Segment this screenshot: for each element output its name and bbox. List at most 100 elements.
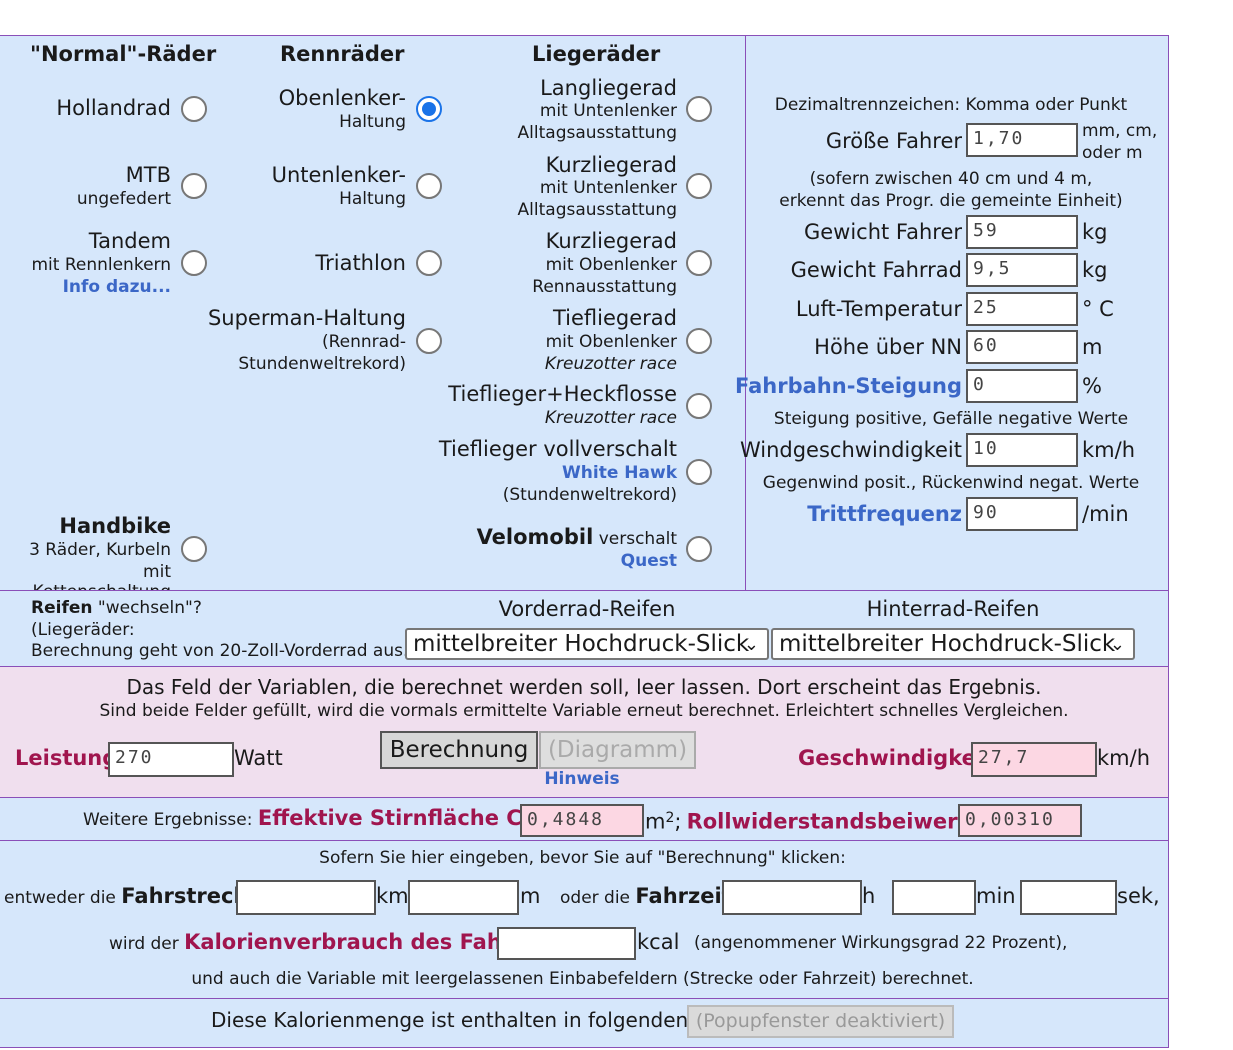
rolling-resistance-output[interactable]: 0,00310 xyxy=(958,804,1082,837)
column-header-recumbent: Liegeräder xyxy=(532,42,661,66)
food-text: Diese Kalorienmenge ist enthalten in fol… xyxy=(211,1008,689,1032)
diagram-button[interactable]: (Diagramm) xyxy=(539,731,696,769)
efficiency-note: (angenommener Wirkungsgrad 22 Prozent), xyxy=(694,933,1068,953)
front-tire-select[interactable]: mittelbreiter Hochdruck-Slick ⌄ xyxy=(405,628,769,660)
height-unit-1: mm, cm, xyxy=(1082,121,1158,141)
langliegerad-radio[interactable] xyxy=(686,96,712,122)
superman-label: Superman-Haltung xyxy=(207,306,406,330)
distance-km-input[interactable] xyxy=(236,880,376,915)
final-note: und auch die Variable mit leergelassenen… xyxy=(191,969,974,989)
superman-radio[interactable] xyxy=(416,328,442,354)
kurzliegerad-unten-radio[interactable] xyxy=(686,173,712,199)
tire-note-2: Berechnung geht von 20-Zoll-Vorderrad au… xyxy=(31,641,415,661)
front-tire-value: mittelbreiter Hochdruck-Slick xyxy=(413,631,750,657)
hollandrad-radio[interactable] xyxy=(181,96,207,122)
chevron-down-icon: ⌄ xyxy=(743,634,759,655)
altitude-input[interactable]: 60 xyxy=(966,330,1078,364)
power-label: Leistung xyxy=(15,746,118,770)
wind-note: Gegenwind posit., Rückenwind negat. Wert… xyxy=(762,473,1140,493)
front-tire-label: Vorderrad-Reifen xyxy=(498,597,676,621)
bike-weight-input[interactable]: 9,5 xyxy=(966,253,1078,287)
speed-input[interactable]: 27,7 xyxy=(971,742,1097,777)
bike-weight-unit: kg xyxy=(1082,258,1108,282)
tiefliegerad-sublabel-1: mit Obenlenker xyxy=(545,332,677,352)
time-minutes-input[interactable] xyxy=(892,880,976,915)
altitude-unit: m xyxy=(1082,335,1103,359)
tiefliegerad-label: Tiefliegerad xyxy=(552,306,677,330)
minutes-unit: min xyxy=(976,884,1016,908)
either-text: entweder die xyxy=(4,888,122,908)
divider xyxy=(0,998,1169,999)
km-unit: km xyxy=(376,884,409,908)
slope-input[interactable]: 0 xyxy=(966,369,1078,403)
wind-label: Windgeschwindigkeit xyxy=(739,438,962,462)
rider-weight-input[interactable]: 59 xyxy=(966,215,1078,249)
kurzliegerad-oben-sublabel-2: Rennausstattung xyxy=(532,277,677,297)
handbike-sublabel-1: 3 Räder, Kurbeln xyxy=(29,540,171,560)
tiefliegerad-sublabel-2: Kreuzotter race xyxy=(544,354,677,374)
superman-sublabel-2: Stundenweltrekord) xyxy=(238,354,406,374)
time-hours-input[interactable] xyxy=(722,880,862,915)
time-seconds-input[interactable] xyxy=(1020,880,1117,915)
untenlenker-radio[interactable] xyxy=(416,173,442,199)
power-unit: Watt xyxy=(234,746,283,770)
handbike-radio[interactable] xyxy=(181,536,207,562)
kurzliegerad-oben-radio[interactable] xyxy=(686,250,712,276)
divider xyxy=(0,1047,1169,1048)
height-note-2: erkennt das Progr. die gemeinte Einheit) xyxy=(779,191,1123,211)
calories-output[interactable] xyxy=(497,927,636,960)
divider xyxy=(0,797,1169,798)
calc-info-2: Sind beide Felder gefüllt, wird die vorm… xyxy=(99,701,1069,721)
quest-link[interactable]: Quest xyxy=(620,551,677,571)
frontal-area-output[interactable]: 0,4848 xyxy=(520,804,644,837)
tire-label-rest: "wechseln"? xyxy=(92,598,202,618)
hollandrad-label: Hollandrad xyxy=(56,96,171,120)
kcal-unit: kcal xyxy=(637,930,680,954)
velomobil-radio[interactable] xyxy=(686,536,712,562)
power-input[interactable]: 270 xyxy=(108,742,234,777)
time-label-row: oder die Fahrzeit xyxy=(560,884,732,908)
popup-button[interactable]: (Popupfenster deaktiviert) xyxy=(687,1005,954,1038)
cadence-unit: /min xyxy=(1082,502,1129,526)
white-hawk-link[interactable]: White Hawk xyxy=(562,463,677,483)
height-input[interactable]: 1,70 xyxy=(966,123,1078,157)
food-panel xyxy=(0,999,1168,1047)
distance-m-input[interactable] xyxy=(408,880,519,915)
mtb-radio[interactable] xyxy=(181,173,207,199)
divider xyxy=(745,35,746,590)
calories-prefix: wird der xyxy=(109,934,185,954)
speed-label: Geschwindigkeit xyxy=(798,746,994,770)
wind-input[interactable]: 10 xyxy=(966,433,1078,467)
tandem-info-link[interactable]: Info dazu... xyxy=(62,277,171,297)
column-header-normal: "Normal"-Räder xyxy=(30,42,217,66)
triathlon-label: Triathlon xyxy=(315,251,406,275)
tiefliegerad-radio[interactable] xyxy=(686,328,712,354)
calculate-button[interactable]: Berechnung xyxy=(380,731,538,769)
tieflieger-heckflosse-sublabel: Kreuzotter race xyxy=(544,408,677,428)
decimal-note: Dezimaltrennzeichen: Komma oder Punkt xyxy=(774,95,1128,115)
cadence-input[interactable]: 90 xyxy=(966,497,1078,531)
hint-link[interactable]: Hinweis xyxy=(544,769,620,789)
triathlon-radio[interactable] xyxy=(416,250,442,276)
rear-tire-select[interactable]: mittelbreiter Hochdruck-Slick ⌄ xyxy=(771,628,1135,660)
velomobil-label: Velomobil verschalt xyxy=(477,525,677,549)
kurzliegerad-unten-sublabel-2: Alltagsausstattung xyxy=(517,200,677,220)
tieflieger-heckflosse-radio[interactable] xyxy=(686,393,712,419)
obenlenker-label: Obenlenker- xyxy=(278,86,406,110)
slope-link[interactable]: Fahrbahn-Steigung xyxy=(735,374,962,398)
rider-weight-unit: kg xyxy=(1082,220,1108,244)
kurzliegerad-unten-label: Kurzliegerad xyxy=(545,153,677,177)
cadence-link[interactable]: Trittfrequenz xyxy=(807,502,962,526)
tandem-radio[interactable] xyxy=(181,250,207,276)
untenlenker-sublabel: Haltung xyxy=(339,189,406,209)
kurzliegerad-unten-sublabel-1: mit Untenlenker xyxy=(539,178,677,198)
tieflieger-vollverschalt-sublabel: (Stundenweltrekord) xyxy=(502,485,677,505)
tire-label: Reifen "wechseln"? xyxy=(31,598,202,618)
obenlenker-radio[interactable] xyxy=(416,96,442,122)
height-note-1: (sofern zwischen 40 cm und 4 m, xyxy=(809,169,1093,189)
temperature-input[interactable]: 25 xyxy=(966,292,1078,326)
velomobil-name: Velomobil xyxy=(476,525,594,549)
column-header-race: Rennräder xyxy=(280,42,405,66)
results-row: Weitere Ergebnisse: Effektive Stirnfläch… xyxy=(83,803,560,839)
tieflieger-vollverschalt-radio[interactable] xyxy=(686,459,712,485)
